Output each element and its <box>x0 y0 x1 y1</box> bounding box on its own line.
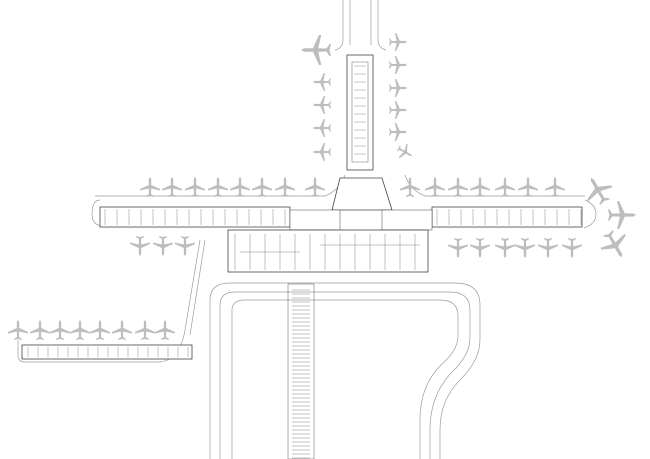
central-hub <box>331 177 393 211</box>
aircraft-icon <box>388 55 408 75</box>
connector-west <box>289 209 341 231</box>
aircraft-icon <box>470 238 490 258</box>
aircraft-icon <box>448 238 468 258</box>
west-concourse <box>99 206 291 228</box>
aircraft-icon <box>112 320 132 340</box>
aircraft-icon <box>153 236 173 256</box>
aircraft-icon <box>162 177 182 197</box>
aircraft-icon <box>230 177 250 197</box>
landside-inner-road <box>219 291 471 459</box>
rail-station-box <box>287 283 315 459</box>
aircraft-icon <box>495 177 515 197</box>
aircraft-icon <box>305 177 325 197</box>
aircraft-icon <box>312 72 332 92</box>
aircraft-icon <box>538 238 558 258</box>
landside-loop-road <box>209 282 481 459</box>
aircraft-icon <box>175 236 195 256</box>
aircraft-icon <box>208 177 228 197</box>
aircraft-icon <box>518 177 538 197</box>
north-pier-inner <box>351 61 369 163</box>
north-access-road <box>334 0 387 51</box>
aircraft-icon <box>50 320 70 340</box>
aircraft-icon <box>608 201 636 229</box>
aircraft-icon <box>312 142 332 162</box>
aircraft-icon <box>8 320 28 340</box>
aircraft-icon <box>396 143 412 159</box>
aircraft-icon <box>388 32 408 52</box>
aircraft-icon <box>312 95 332 115</box>
east-concourse <box>431 206 583 228</box>
aircraft-icon <box>140 177 160 197</box>
aircraft-stands <box>8 32 636 340</box>
rail-corridor <box>287 283 315 459</box>
aircraft-icon <box>70 320 90 340</box>
remote-concourse <box>21 344 193 360</box>
aircraft-icon <box>185 177 205 197</box>
floor-plan-details <box>27 65 582 459</box>
aircraft-icon <box>587 177 613 205</box>
aircraft-icon <box>388 78 408 98</box>
main-terminal <box>227 229 429 273</box>
aircraft-icon <box>515 238 535 258</box>
aircraft-icon <box>155 320 175 340</box>
aircraft-icon <box>400 177 420 197</box>
aircraft-icon <box>562 238 582 258</box>
aircraft-icon <box>90 320 110 340</box>
aircraft-icon <box>30 320 50 340</box>
connector-east <box>381 209 433 231</box>
aircraft-icon <box>470 177 490 197</box>
aircraft-icon <box>448 177 468 197</box>
remote-apron-road <box>17 239 206 363</box>
aircraft-icon <box>252 177 272 197</box>
aircraft-icon <box>130 236 150 256</box>
landside-parking-loop <box>231 299 459 459</box>
aircraft-icon <box>600 230 626 258</box>
aircraft-icon <box>301 35 331 65</box>
aircraft-icon <box>312 118 332 138</box>
aircraft-icon <box>495 238 515 258</box>
aircraft-icon <box>388 100 408 120</box>
aircraft-icon <box>275 177 295 197</box>
terminal-buildings <box>21 54 583 360</box>
aircraft-icon <box>388 122 408 142</box>
aircraft-icon <box>425 177 445 197</box>
aircraft-icon <box>135 320 155 340</box>
aircraft-icon <box>545 177 565 197</box>
